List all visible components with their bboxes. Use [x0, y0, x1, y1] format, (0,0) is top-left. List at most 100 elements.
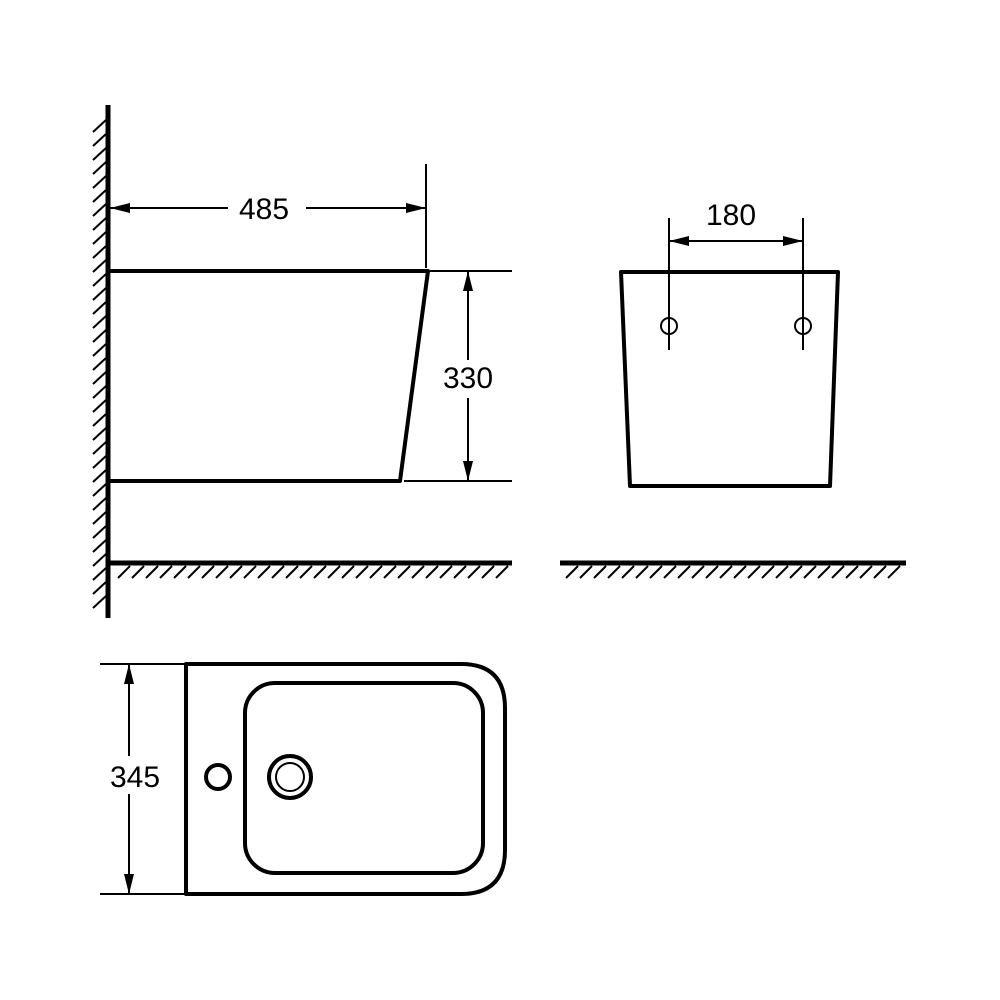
hatch-stroke [92, 329, 107, 343]
hatch-stroke [92, 301, 107, 315]
hatch-stroke [355, 565, 369, 579]
hatch-stroke [747, 565, 761, 579]
hatch-stroke [621, 565, 635, 579]
hatch-stroke [607, 565, 621, 579]
hatch-stroke [369, 565, 383, 579]
hatch-stroke [341, 565, 355, 579]
hatch-stroke [859, 565, 873, 579]
hatch-stroke [92, 455, 107, 469]
rear-floor-hatching [565, 565, 901, 579]
hatch-stroke [92, 511, 107, 525]
height-dimension-label: 330 [443, 362, 493, 395]
side-view: 485 330 [92, 105, 512, 618]
hatch-stroke [92, 315, 107, 329]
hatch-stroke [173, 565, 187, 579]
hatch-stroke [873, 565, 887, 579]
hatch-stroke [257, 565, 271, 579]
hatch-stroke [845, 565, 859, 579]
hatch-stroke [817, 565, 831, 579]
hatch-stroke [92, 567, 107, 581]
hatch-stroke [705, 565, 719, 579]
hatch-stroke [565, 565, 579, 579]
hatch-stroke [635, 565, 649, 579]
hatch-stroke [159, 565, 173, 579]
width-dimension-label: 345 [110, 761, 160, 794]
hatch-stroke [92, 119, 107, 133]
hatch-stroke [92, 539, 107, 553]
drain-inner [275, 762, 305, 792]
hatch-stroke [425, 565, 439, 579]
hatch-stroke [481, 565, 495, 579]
hatch-stroke [117, 565, 131, 579]
hatch-stroke [92, 413, 107, 427]
rear-view: 180 [560, 199, 906, 579]
hatch-stroke [92, 161, 107, 175]
mount-spacing-label: 180 [706, 199, 756, 232]
hatch-stroke [215, 565, 229, 579]
hatch-stroke [145, 565, 159, 579]
hatch-stroke [229, 565, 243, 579]
side-bidet-outline [110, 269, 430, 483]
hatch-stroke [92, 175, 107, 189]
hatch-stroke [831, 565, 845, 579]
hatch-stroke [92, 231, 107, 245]
hatch-stroke [131, 565, 145, 579]
hatch-stroke [579, 565, 593, 579]
hatch-stroke [299, 565, 313, 579]
hatch-stroke [92, 497, 107, 511]
wall-hatching [92, 119, 107, 609]
hatch-stroke [285, 565, 299, 579]
hatch-stroke [92, 259, 107, 273]
hatch-stroke [92, 133, 107, 147]
hatch-stroke [92, 343, 107, 357]
hatch-stroke [92, 371, 107, 385]
rear-bidet-outline [619, 270, 840, 488]
hatch-stroke [593, 565, 607, 579]
hatch-stroke [775, 565, 789, 579]
hatch-stroke [201, 565, 215, 579]
hatch-stroke [92, 581, 107, 595]
hatch-stroke [397, 565, 411, 579]
hatch-stroke [313, 565, 327, 579]
top-bidet-outline [184, 662, 507, 896]
hatch-stroke [92, 203, 107, 217]
hatch-stroke [495, 565, 509, 579]
hatch-stroke [243, 565, 257, 579]
bidet-bowl [243, 681, 485, 875]
hatch-stroke [719, 565, 733, 579]
hatch-stroke [92, 525, 107, 539]
hatch-stroke [92, 595, 107, 609]
hatch-stroke [92, 553, 107, 567]
tap-hole [204, 763, 232, 791]
drain-outer [267, 754, 313, 800]
hatch-stroke [92, 483, 107, 497]
hatch-stroke [187, 565, 201, 579]
hatch-stroke [92, 469, 107, 483]
hatch-stroke [803, 565, 817, 579]
hatch-stroke [411, 565, 425, 579]
hatch-stroke [92, 287, 107, 301]
hatch-stroke [271, 565, 285, 579]
hatch-stroke [92, 357, 107, 371]
depth-dimension-label: 485 [239, 193, 289, 226]
hatch-stroke [92, 385, 107, 399]
hatch-stroke [467, 565, 481, 579]
hatch-stroke [92, 147, 107, 161]
hatch-stroke [677, 565, 691, 579]
hatch-stroke [733, 565, 747, 579]
hatch-stroke [439, 565, 453, 579]
hatch-stroke [887, 565, 901, 579]
hatch-stroke [327, 565, 341, 579]
hatch-stroke [92, 245, 107, 259]
hatch-stroke [92, 399, 107, 413]
hatch-stroke [789, 565, 803, 579]
hatch-stroke [92, 189, 107, 203]
hatch-stroke [92, 273, 107, 287]
hatch-stroke [649, 565, 663, 579]
hatch-stroke [761, 565, 775, 579]
hatch-stroke [92, 217, 107, 231]
hatch-stroke [691, 565, 705, 579]
hatch-stroke [663, 565, 677, 579]
hatch-stroke [92, 427, 107, 441]
